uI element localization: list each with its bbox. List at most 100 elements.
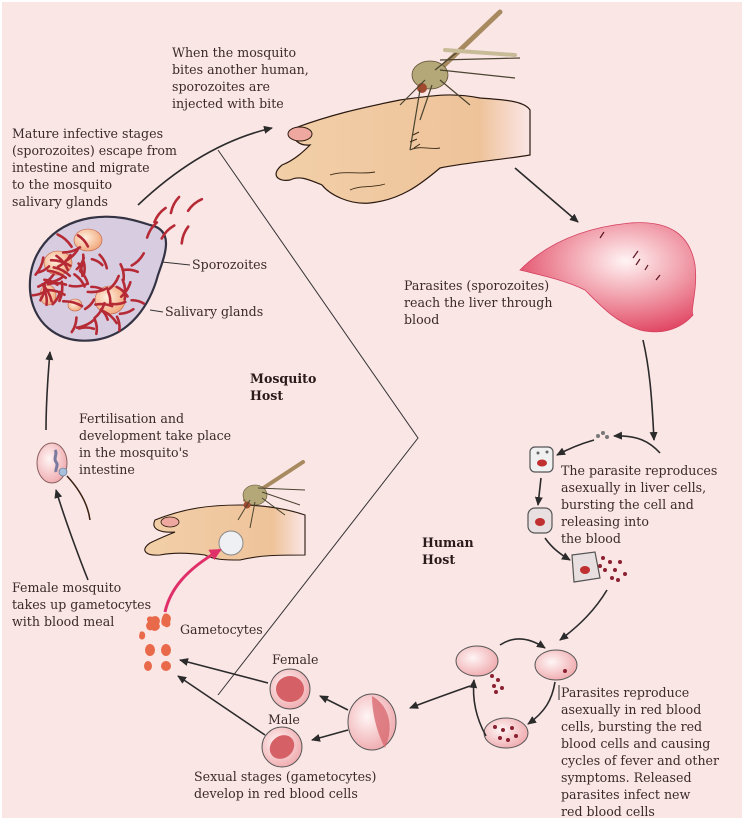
sporozoite [75, 256, 86, 271]
liver-cell-stages [527, 431, 661, 583]
sporozoite [49, 258, 72, 268]
merozoite [500, 686, 504, 690]
label-sexual-stages: Sexual stages (gametocytes) develop in r… [194, 769, 380, 801]
label-female: Female [272, 652, 318, 667]
label-sporozoites: Sporozoites [192, 257, 267, 272]
sporozoite [180, 225, 190, 245]
merozoite [618, 560, 622, 564]
merozoite [598, 564, 602, 568]
sporozoite [106, 274, 120, 292]
sporozoite [145, 221, 159, 239]
arrow-ookinete-to-salivary [45, 351, 54, 431]
sporozoite [110, 300, 127, 306]
sporozoite [115, 285, 129, 298]
mosquito-icon-lower [237, 460, 306, 529]
sporozoite [56, 233, 73, 249]
arrow-meal-to-fertilisation [54, 489, 89, 581]
sporozoite [119, 280, 132, 299]
label-rbc-reproduce: Parasites reproduce asexually in red blo… [561, 685, 723, 819]
sporozoite [130, 298, 146, 305]
sporozoite [94, 302, 114, 308]
sporozoite [86, 286, 109, 294]
sporozoite [118, 307, 135, 316]
merozoite [501, 728, 505, 732]
label-mosquito-host: Mosquito Host [250, 371, 321, 403]
salivary-gland-illustration [28, 195, 204, 342]
label-liver-cells: The parasite reproduces asexually in liv… [561, 463, 721, 546]
merozoite [498, 736, 502, 740]
fingernail [287, 126, 313, 142]
arrow-liver-to-cells [642, 339, 658, 441]
rbc-asexual-cycle [409, 638, 578, 749]
sporozoite [90, 257, 104, 267]
sporozoite [64, 246, 80, 263]
sporozoite [98, 253, 109, 270]
sporozoite [90, 285, 105, 292]
sporozoite [45, 275, 65, 285]
merozoite [608, 560, 612, 564]
merozoite [496, 678, 500, 682]
label-gametocytes: Gametocytes [180, 622, 263, 637]
mosquito-icon [399, 9, 521, 151]
sporozoite [119, 262, 126, 282]
sporozoite [52, 266, 72, 278]
arrow-liver-to-rbc [559, 589, 608, 641]
sporozoite [61, 300, 84, 308]
label-female-mosquito: Female mosquito takes up gametocytes wit… [12, 580, 155, 629]
hand-mosquito-bloodmeal-illustration [144, 460, 306, 613]
sporozoite [77, 262, 84, 278]
host-divider-line [217, 149, 419, 696]
ookinete-illustration [36, 442, 91, 521]
ookinete-cell [36, 442, 68, 484]
sporozoite [31, 288, 49, 297]
merozoite [623, 572, 627, 576]
sporozoite [93, 318, 99, 336]
merozoite [603, 568, 607, 572]
sporozoite [160, 224, 176, 240]
sporozoite [77, 326, 96, 331]
hand-mosquito-bite-illustration [275, 9, 531, 204]
liver-cell-infected [529, 446, 554, 473]
sporozoite [115, 315, 121, 332]
label-liver: Parasites (sporozoites) reach the liver … [404, 278, 557, 327]
sporozoite [121, 268, 139, 274]
merozoite [601, 556, 605, 560]
sporozoite [46, 281, 68, 286]
merozoite [490, 674, 494, 678]
merozoites [598, 556, 627, 582]
liver-illustration [519, 222, 697, 333]
merozoite [492, 684, 496, 688]
hand-shape [275, 94, 531, 204]
sporozoite [186, 197, 204, 213]
merozoite [616, 578, 620, 582]
merozoite [510, 726, 514, 730]
sporozoite [34, 256, 45, 276]
arrow-salivary-to-hand [137, 125, 273, 206]
arrow-pink-gametocytes-to-mosquito [163, 548, 222, 613]
merozoite [610, 576, 614, 580]
merozoite [613, 568, 617, 572]
rbc-cell [455, 645, 499, 677]
sporozoites-cluster [31, 195, 204, 336]
sporozoite [99, 308, 109, 321]
sporozoite [51, 290, 62, 306]
label-human-host: Human Host [422, 535, 478, 567]
sporozoite [121, 278, 127, 301]
sporozoite [106, 290, 112, 306]
sporozoite [68, 283, 88, 288]
sporozoite [102, 309, 118, 325]
label-mature-stages: Mature infective stages (sporozoites) es… [12, 126, 181, 209]
arrow-hand-to-liver [514, 167, 579, 223]
bite-magnifier [218, 530, 244, 556]
merozoite [493, 725, 497, 729]
sporozoite [83, 298, 96, 311]
rbc-cell-schizont [483, 717, 529, 749]
rbc-cell-infected [534, 649, 578, 681]
label-salivary-glands: Salivary glands [165, 304, 263, 319]
merozoite [514, 734, 518, 738]
sporozoite [70, 316, 78, 334]
sporozoite [130, 252, 146, 267]
label-male: Male [268, 712, 300, 727]
sporozoite [153, 206, 167, 224]
